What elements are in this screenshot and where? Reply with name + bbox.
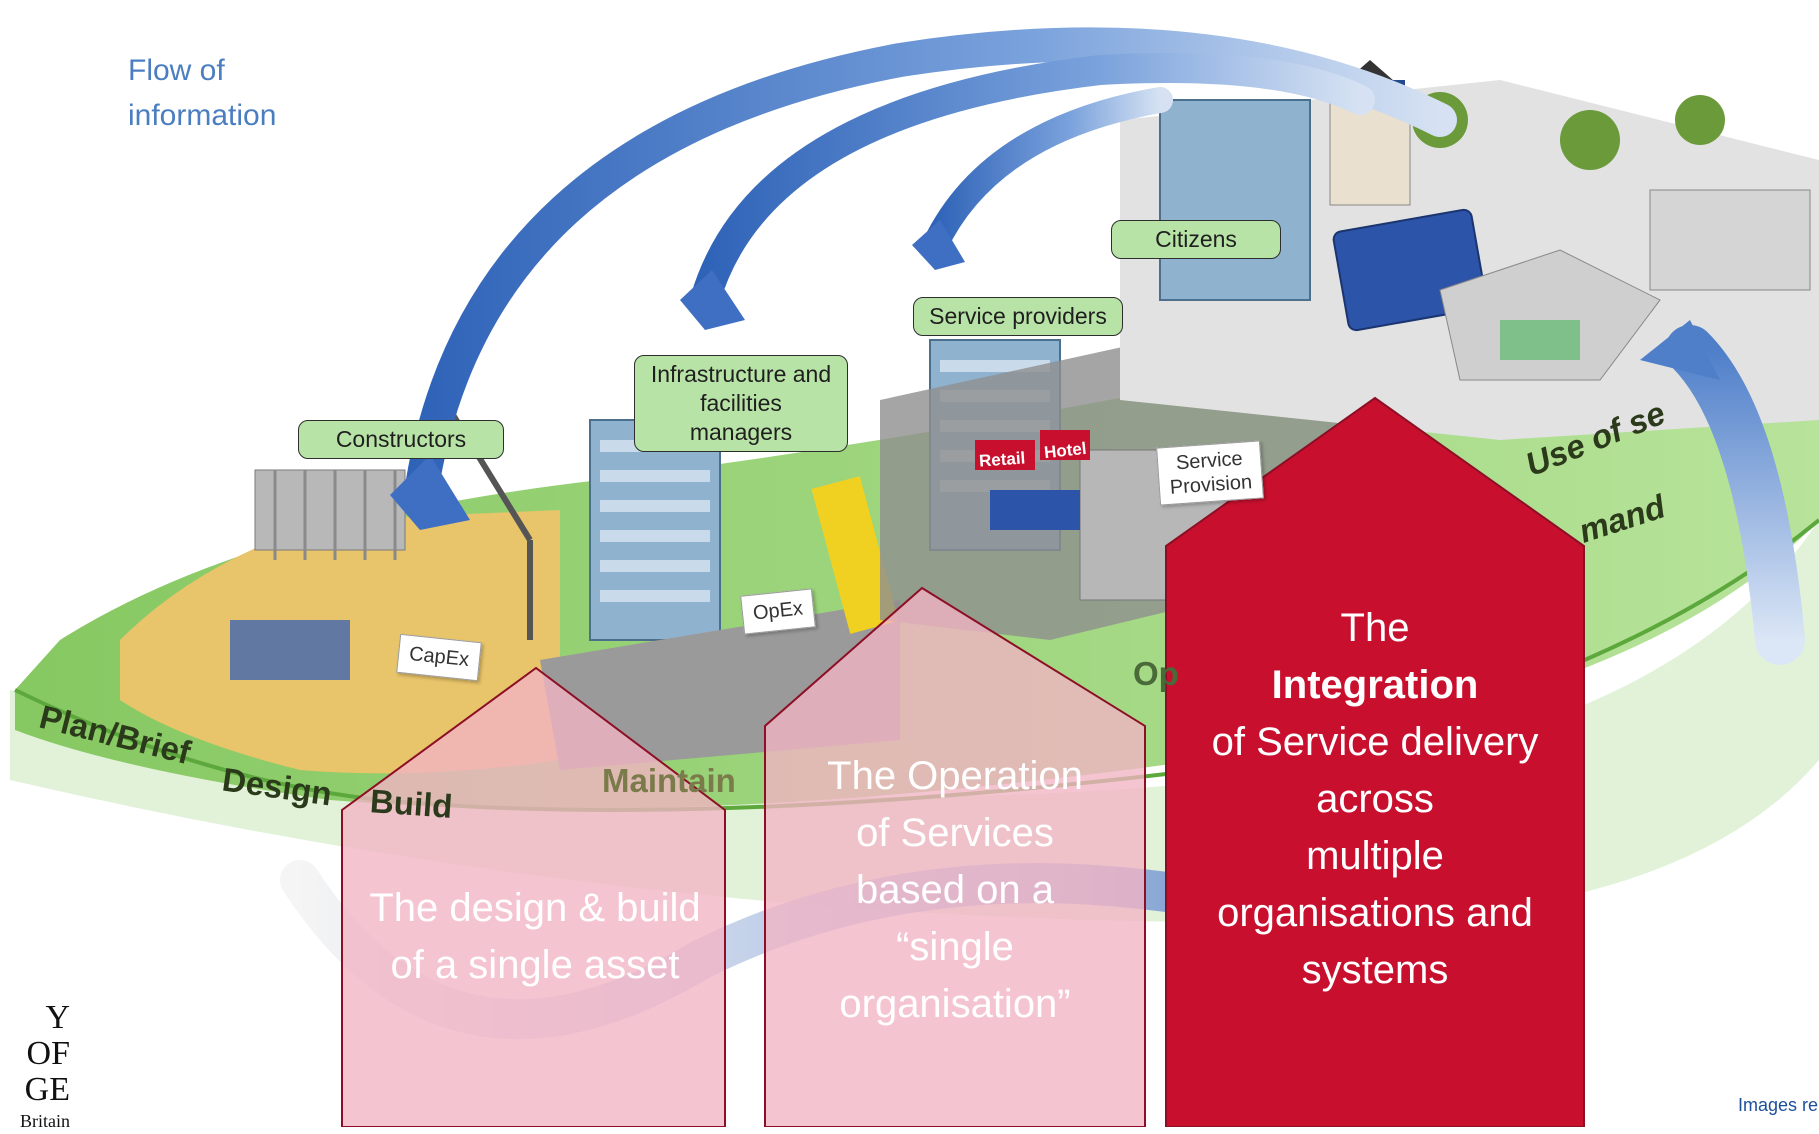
citizens-label: Citizens	[1111, 220, 1281, 259]
pink-arrow-1-text: The design & build of a single asset	[369, 886, 701, 987]
flow-of-information-note: Flow of information	[128, 48, 276, 138]
flow-note-line2: information	[128, 99, 277, 132]
pink-arrow-operation	[764, 586, 1146, 1127]
pink-arrow-2-text: The Operation of Services based on a “si…	[827, 754, 1083, 1026]
service-providers-label: Service providers	[913, 297, 1123, 336]
constructors-label: Constructors	[298, 420, 504, 459]
hotel-sign: Hotel	[1043, 438, 1088, 463]
pink-arrow-design-build	[341, 666, 726, 1127]
stage-operate: Op	[1133, 655, 1179, 692]
flow-arrow-3	[922, 87, 1173, 258]
image-credit: Images re	[1738, 1095, 1819, 1115]
stage-build: Build	[368, 782, 454, 825]
university-logo: Y OF GE Britain	[20, 999, 70, 1132]
opex-card: OpEx	[740, 588, 816, 635]
red-arrow-integration	[1165, 396, 1585, 1127]
service-provision-card: Service Provision	[1156, 440, 1265, 506]
flow-arrow-2	[690, 53, 1375, 315]
stage-maintain: Maintain	[602, 762, 736, 799]
flow-note-line1: Flow of	[128, 54, 225, 87]
retail-sign: Retail	[978, 448, 1026, 471]
infrastructure-facilities-label: Infrastructure and facilities managers	[634, 355, 848, 452]
red-arrow-text: The Integration of Service delivery acro…	[1211, 606, 1539, 992]
railway-track	[811, 476, 899, 634]
